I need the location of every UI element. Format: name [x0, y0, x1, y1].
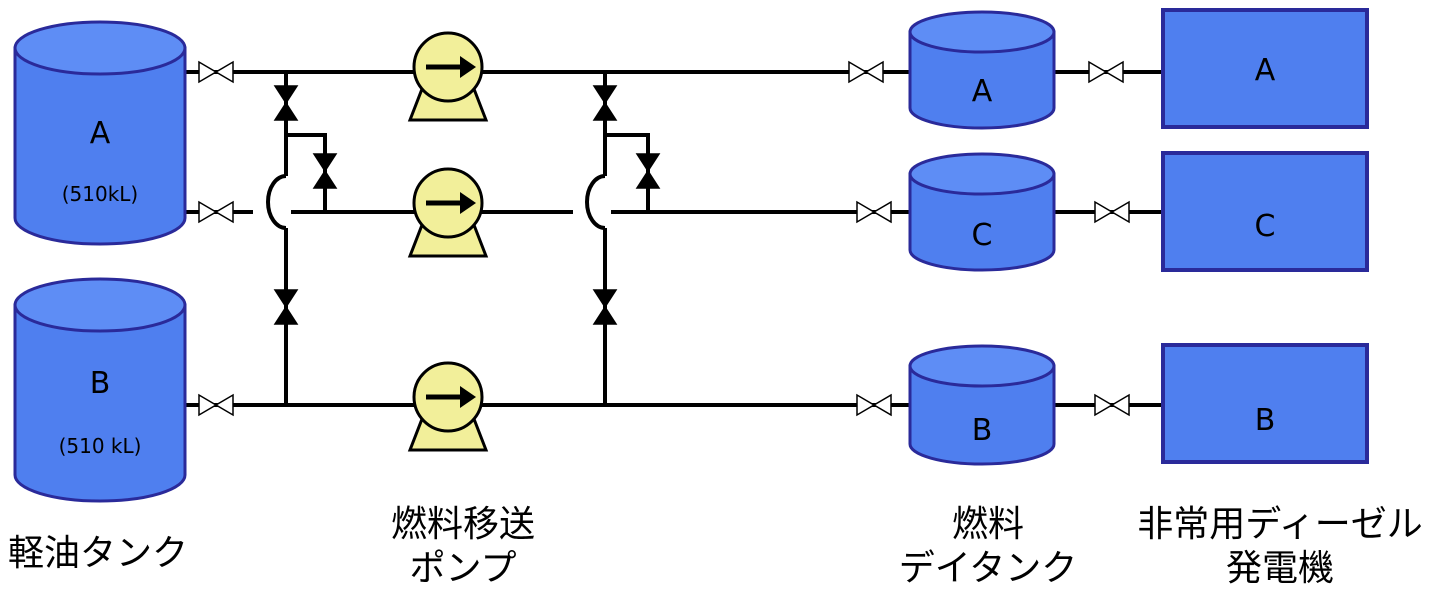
closed-valve-icon [273, 289, 299, 325]
closed-valve-icon [592, 289, 618, 325]
open-valve-icon [856, 200, 892, 224]
generator-b: B [1161, 343, 1369, 464]
storage-tank-b-capacity: (510 kL) [59, 434, 142, 458]
transfer-pumps [407, 31, 489, 452]
day-tank-a-label: A [972, 74, 993, 109]
open-valve-icon [856, 393, 892, 417]
open-valves [198, 60, 1130, 417]
generator-a-label: A [1255, 53, 1276, 88]
pump-icon [407, 31, 489, 122]
pump-icon [407, 167, 489, 258]
day-tank-c-label: C [972, 218, 993, 253]
pipe-left-crossover [266, 174, 287, 230]
pipe-right-crossover [585, 174, 606, 230]
storage-tank-b: B (510 kL) [13, 277, 187, 503]
open-valve-icon [198, 60, 234, 84]
caption-day-tank-line1: 燃料 [951, 504, 1024, 545]
caption-transfer-pump: 燃料移送 ポンプ [368, 503, 558, 591]
open-valve-icon [1094, 393, 1130, 417]
storage-tank-a: A (510kL) [13, 20, 187, 246]
day-tank-b: B [908, 344, 1056, 466]
storage-tank-a-label: A [90, 116, 111, 151]
generator-a: A [1161, 8, 1369, 129]
closed-valve-icon [273, 85, 299, 121]
caption-day-tank: 燃料 デイタンク [893, 503, 1083, 591]
open-valve-icon [198, 393, 234, 417]
day-tank-b-label: B [972, 413, 993, 448]
fuel-system-diagram: A (510kL) B (510 kL) A C B A C B [13, 8, 1369, 503]
pipe-right-branch [605, 133, 650, 212]
caption-day-tank-line2: デイタンク [898, 548, 1078, 589]
open-valve-icon [1088, 60, 1124, 84]
closed-valves [273, 85, 661, 325]
generator-c-label: C [1255, 209, 1276, 244]
open-valve-icon [198, 200, 234, 224]
caption-transfer-pump-line2: ポンプ [409, 548, 517, 589]
open-valve-icon [1094, 200, 1130, 224]
pipe-left-branch [286, 133, 327, 212]
caption-light-oil-tank: 軽油タンク [8, 533, 189, 574]
closed-valve-icon [635, 153, 661, 189]
caption-generator: 非常用ディーゼル 発電機 [1110, 503, 1450, 591]
closed-valve-icon [312, 153, 338, 189]
pump-icon [407, 361, 489, 452]
open-valve-icon [848, 60, 884, 84]
caption-generator-line1: 非常用ディーゼル [1137, 504, 1423, 545]
caption-generator-line2: 発電機 [1225, 548, 1334, 589]
caption-transfer-pump-line1: 燃料移送 [390, 504, 535, 545]
generator-b-label: B [1255, 403, 1276, 438]
closed-valve-icon [592, 85, 618, 121]
day-tank-c: C [908, 152, 1056, 272]
storage-tank-a-capacity: (510kL) [62, 182, 139, 206]
generator-c: C [1161, 151, 1369, 272]
storage-tank-b-label: B [90, 366, 111, 401]
day-tank-a: A [908, 10, 1056, 130]
